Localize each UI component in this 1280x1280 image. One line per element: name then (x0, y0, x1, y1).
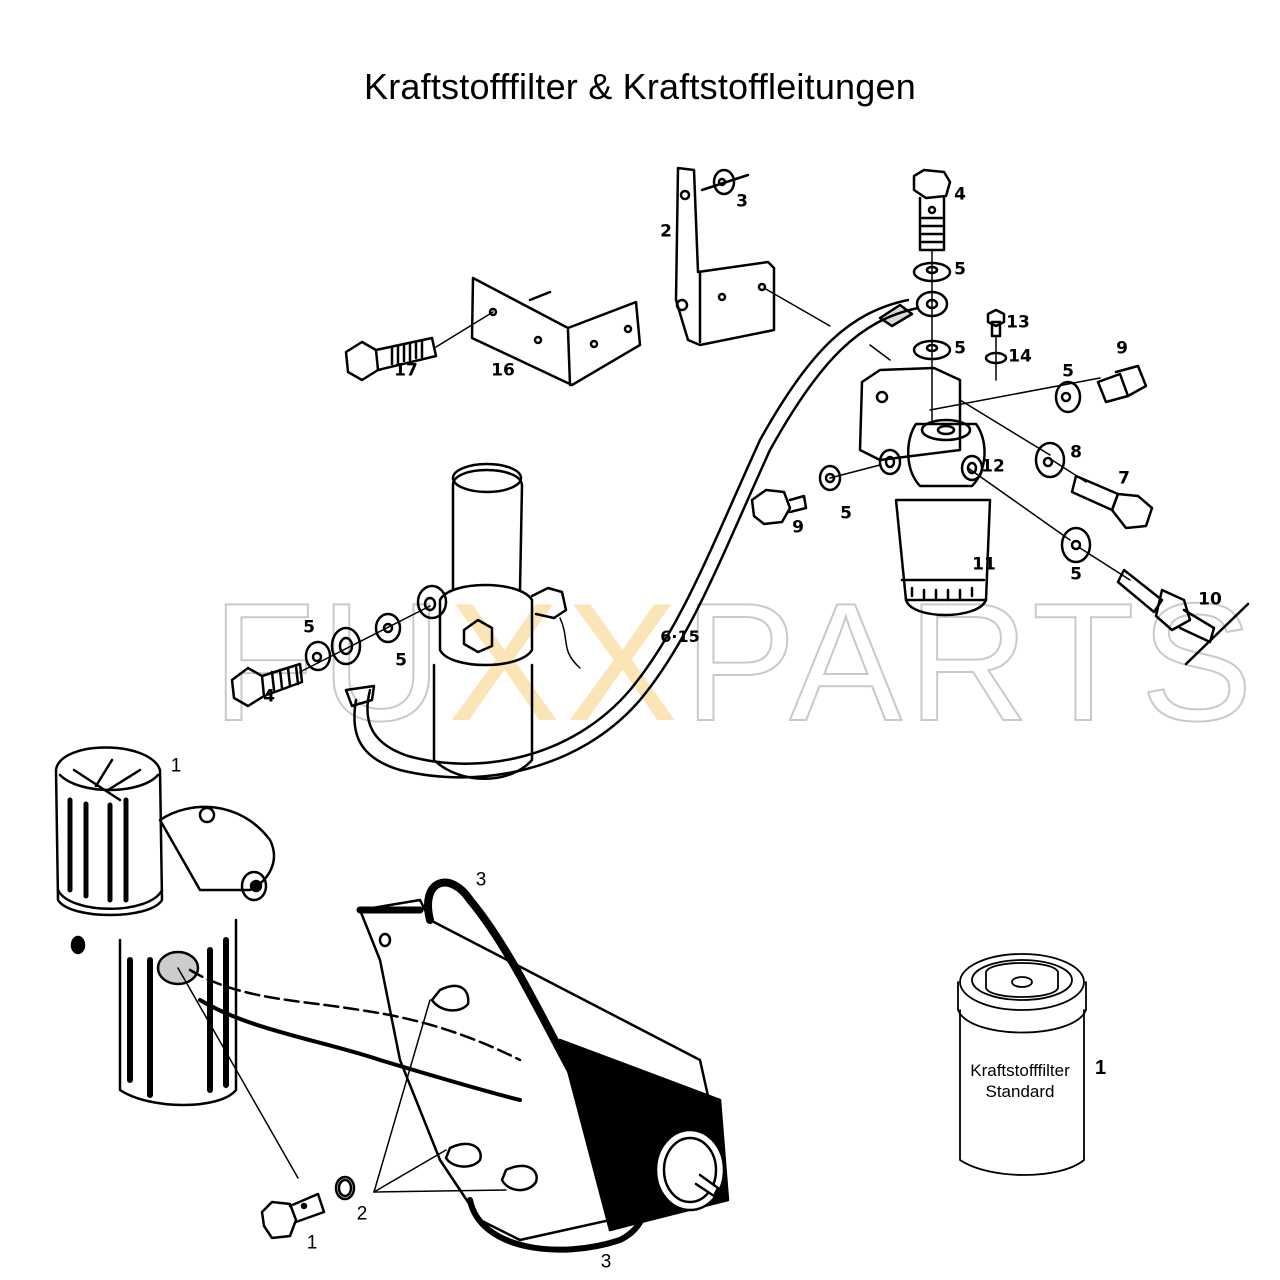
watermark-highlight: XX (447, 568, 685, 756)
fuel-hose-icon (344, 298, 920, 779)
callout-8: 8 (1070, 442, 1082, 463)
standard-filter-name: Kraftstofffilter (970, 1061, 1070, 1080)
bolt-7-icon (1034, 441, 1154, 530)
callout-11: 11 (972, 554, 996, 575)
banjo-assembly-left-icon (230, 605, 431, 708)
callout-4-top: 4 (954, 184, 966, 205)
callout-5-b: 5 (954, 338, 966, 359)
callout-lower-1-bolt: 1 (306, 1232, 318, 1254)
leader-lines-upper (763, 287, 1131, 581)
banjo-bolt-4-icon (912, 168, 952, 421)
callout-2: 2 (660, 221, 672, 242)
callout-10: 10 (1198, 589, 1222, 610)
callout-lower-3-bottom: 3 (600, 1251, 612, 1273)
callout-lower-2: 2 (356, 1203, 368, 1225)
standard-filter-variant: Standard (985, 1082, 1055, 1101)
banjo-bolt-1-icon (260, 1175, 356, 1240)
standard-filter-label: Kraftstofffilter Standard (958, 1060, 1082, 1102)
lower-filter-assembly-icon (54, 746, 522, 1107)
callout-9-right: 9 (1116, 338, 1128, 359)
callout-9-left: 9 (792, 517, 804, 538)
callout-16: 16 (491, 360, 515, 381)
screw-13-icon (984, 308, 1008, 381)
callout-5-a: 5 (954, 259, 966, 280)
callout-4-left: 4 (263, 686, 275, 707)
callout-13: 13 (1006, 312, 1030, 333)
plug-9-right-icon (1054, 364, 1148, 414)
bracket-2-icon (674, 166, 776, 347)
callout-12: 12 (981, 456, 1005, 477)
page-title: Kraftstofffilter & Kraftstoffleitungen (364, 66, 916, 107)
standard-fuel-filter-icon (957, 953, 1087, 1176)
leader-lines-lower (177, 967, 507, 1193)
watermark-prefix: FU (211, 568, 448, 756)
injection-pump-icon (356, 878, 730, 1253)
callout-5-d: 5 (840, 503, 852, 524)
callout-3: 3 (736, 191, 748, 212)
filter-head-icon (858, 366, 992, 617)
callout-5-g: 5 (395, 650, 407, 671)
washer-3-icon (700, 168, 750, 196)
callout-14: 14 (1008, 346, 1032, 367)
standard-filter-number: 1 (1095, 1057, 1107, 1079)
callout-5-e: 5 (1070, 564, 1082, 585)
callout-17: 17 (394, 360, 418, 381)
callout-5-c: 5 (1062, 361, 1074, 382)
bolt-17-icon (344, 311, 494, 382)
bleed-screw-10-icon (1060, 526, 1250, 666)
callout-lower-1-top: 1 (170, 755, 182, 777)
callout-lower-3-top: 3 (475, 869, 487, 891)
callout-6-15: 6·15 (660, 627, 700, 646)
callout-7: 7 (1118, 468, 1130, 489)
callout-5-f: 5 (303, 617, 315, 638)
plug-9-left-icon (750, 464, 842, 526)
bracket-16-icon (470, 276, 642, 387)
inline-filter-icon (416, 462, 581, 780)
